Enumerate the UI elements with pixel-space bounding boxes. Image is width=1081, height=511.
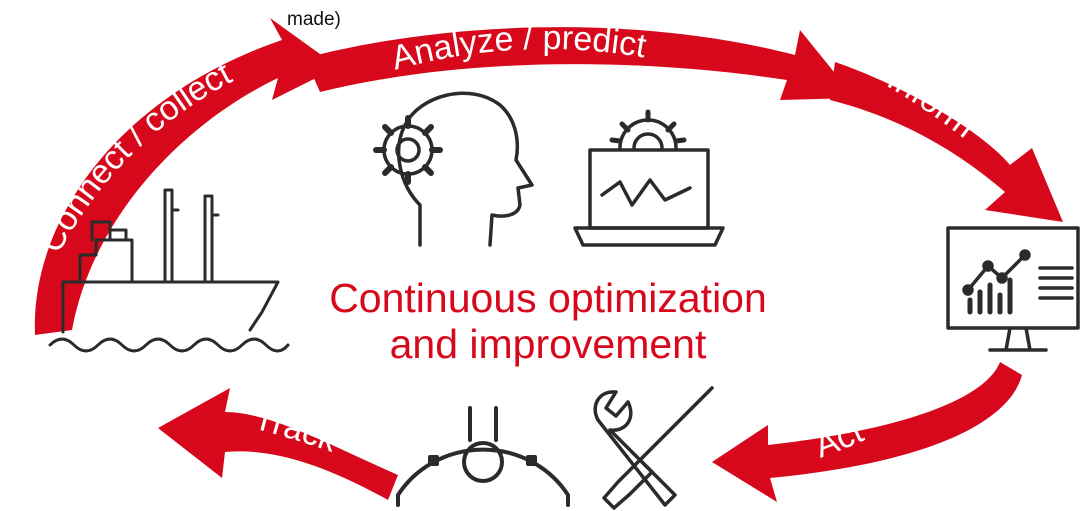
arrow-act: Act [712, 362, 1022, 502]
arrow-track: Track [158, 388, 398, 500]
tools-icon [593, 386, 714, 510]
head-gear-icon [373, 91, 534, 247]
header-fragment: made) [287, 9, 341, 30]
step-label-connect-collect: Connect / collect [32, 54, 238, 259]
ship-icon [48, 188, 290, 353]
laptop-graph-icon [573, 109, 725, 247]
monitor-dashboard-icon [946, 226, 1080, 352]
step-label-analyze-predict: Analyze / predict [387, 19, 649, 78]
center-title-line-2: and improvement [390, 321, 707, 367]
center-title-line-1: Continuous optimization [329, 275, 767, 321]
arrow-analyze-predict: Analyze / predict [305, 19, 855, 100]
helmet-icon [396, 406, 570, 507]
arrow-inform: Inform [830, 59, 1063, 222]
arrow-connect-collect: Connect / collect [32, 18, 338, 335]
